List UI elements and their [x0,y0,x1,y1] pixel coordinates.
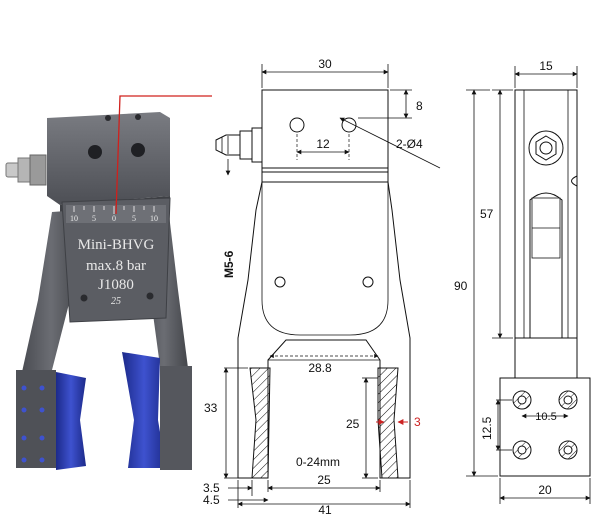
mount-hole-2 [131,143,145,157]
front-view-drawing: 30 8 12 2-Ø4 M5-6 28.8 33 25 3 0-24mm 25 [203,57,441,516]
side-dim-width-bottom: 20 [538,483,552,497]
dim-finger-height: 25 [346,417,360,431]
side-body-outline [514,89,578,339]
front-top-block [261,89,389,183]
mount-hole-1 [88,145,102,159]
front-body-outline [237,181,411,479]
scale-tick-3: 0 [112,214,116,223]
label-plate [61,197,171,323]
dim-jaw-inner-width: 28.8 [308,361,332,375]
pressure-label: max.8 bar [86,258,146,274]
dim-overall-width: 41 [318,503,332,516]
gripper-pad-right [122,352,166,468]
side-view-drawing: 15 57 90 10.5 12.5 20 [454,59,591,504]
air-fitting-icon [5,154,47,186]
front-hole-left [289,117,305,133]
front-air-fitting-icon [215,127,263,176]
dim-edge-3-5: 3.5 [203,481,220,495]
dim-holes-callout: 2-Ø4 [396,137,423,151]
gripper-body [47,112,170,205]
scale-tick-5: 10 [150,214,158,223]
dim-jaw-height: 33 [204,401,218,415]
front-finger-right [377,367,399,479]
scale-ruler: 10 5 0 5 10 [70,206,158,223]
jaw-block-left [16,370,56,468]
gripper-photo: 10 5 0 5 10 Mini-BHVG max.8 bar J1080 25 [5,95,212,470]
jaw-block-right [160,366,192,470]
side-mount-plate [499,377,591,477]
model-label: Mini-BHVG [78,237,155,253]
dim-stroke: 0-24mm [296,455,340,469]
dim-finger-spacing: 25 [317,473,331,487]
mount-hole-icons [512,390,578,460]
side-dim-width-top: 15 [539,59,553,73]
front-finger-left [249,367,271,479]
scale-tick-4: 5 [132,214,136,223]
side-dim-height-90: 90 [454,279,468,293]
side-dim-hole-spacing-v: 12.5 [480,416,494,440]
dim-hole-spacing: 12 [316,137,330,151]
code-label: 25 [111,296,121,307]
hex-nut-icon [528,130,564,166]
dim-edge-4-5: 4.5 [203,493,220,507]
part-number-label: J1080 [98,277,134,293]
dim-finger-gap: 3 [414,415,421,429]
dim-hole-offset: 8 [416,99,423,113]
scale-tick-1: 10 [70,214,78,223]
dim-thread: M5-6 [222,250,236,278]
pointer-line [115,95,212,215]
side-dim-hole-spacing-h: 10.5 [535,411,556,423]
side-dim-height-57: 57 [480,207,494,221]
scale-tick-2: 5 [92,214,96,223]
front-hole-right [341,117,357,133]
dim-width-top: 30 [318,57,332,71]
gripper-pad-left [56,372,86,470]
